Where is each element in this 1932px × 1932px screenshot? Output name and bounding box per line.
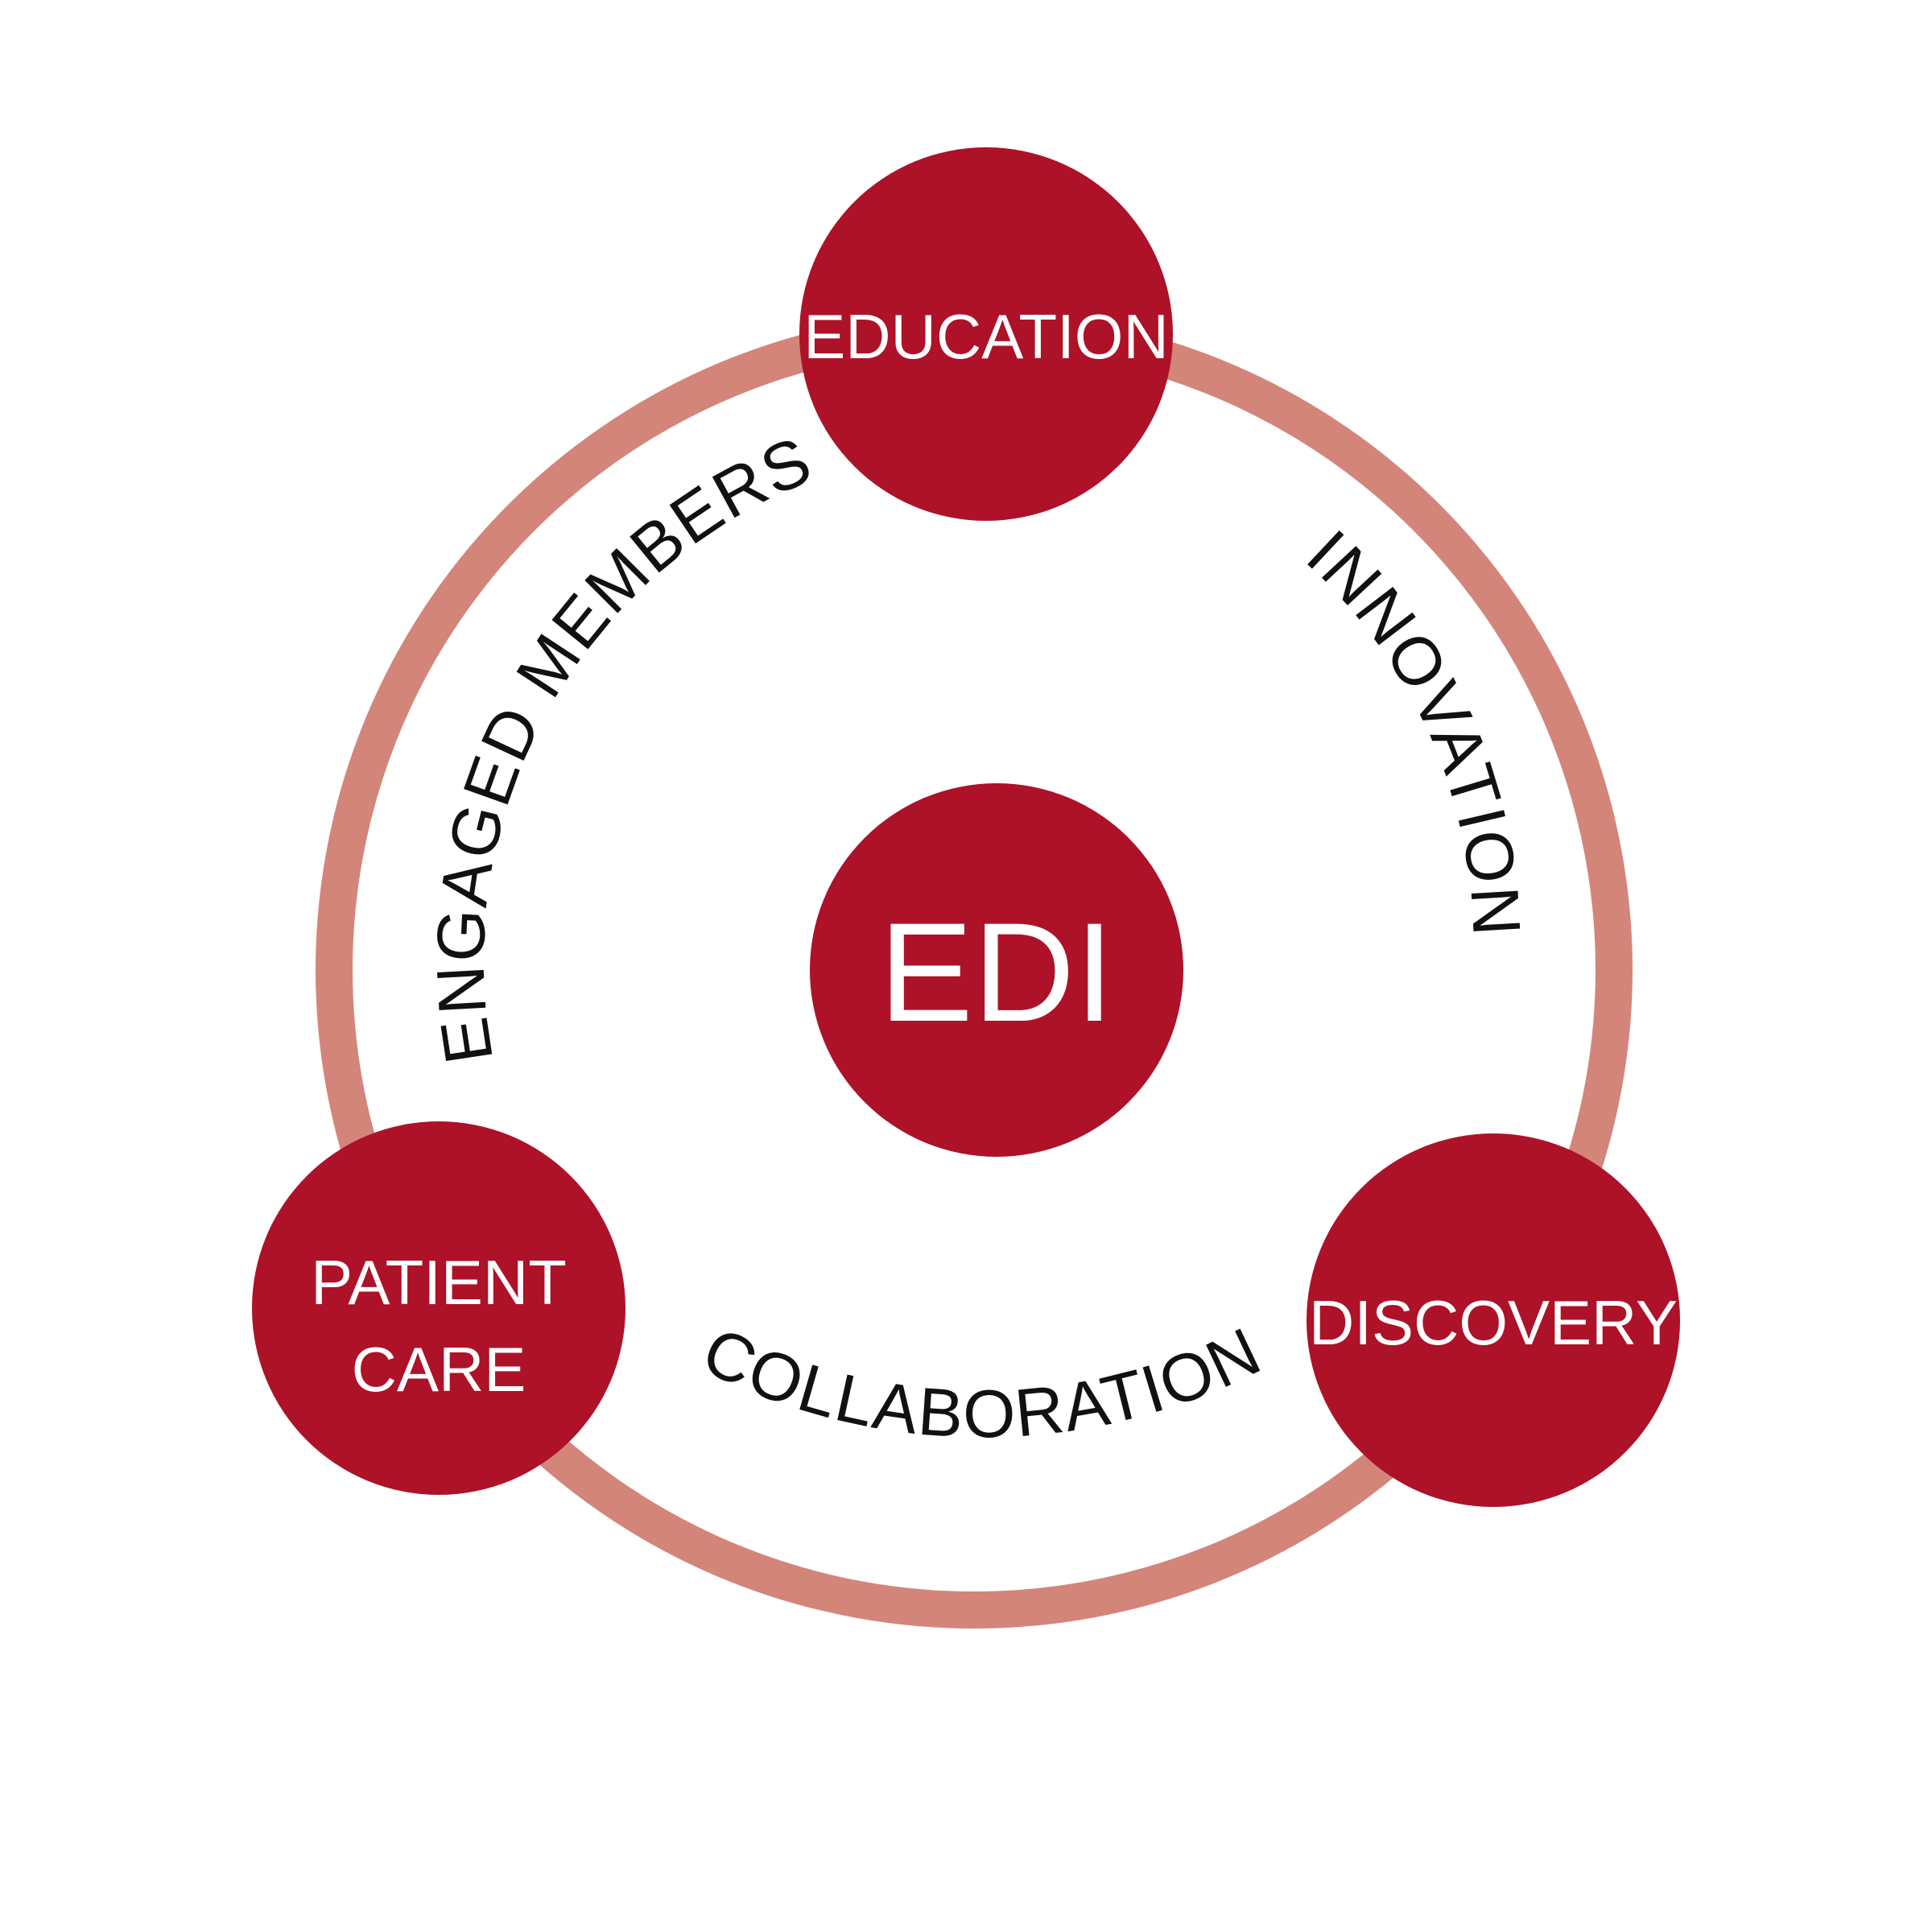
patient-care-node: PATIENT CARE [252,1121,625,1495]
patient-care-label-line2: CARE [352,1334,526,1405]
patient-care-label-line1: PATIENT [311,1247,567,1318]
patient-care-circle [252,1121,625,1495]
education-circle [799,147,1173,521]
discovery-node: DISCOVERY [1307,1133,1680,1507]
collaboration-text: COLLABORATION [691,1312,1271,1451]
engaged-members-text: ENGAGED MEMBERS [422,422,821,1069]
engaged-members-label: ENGAGED MEMBERS [422,422,823,1069]
edi-center-circle [810,783,1183,1157]
discovery-label: DISCOVERY [1309,1287,1678,1358]
edi-center-node: EDI [810,783,1183,1157]
collaboration-label: COLLABORATION [691,1312,1273,1451]
edi-center-label: EDI [879,894,1114,1051]
discovery-circle [1307,1133,1680,1507]
education-node: EDUCATION [799,147,1173,521]
education-label: EDUCATION [803,301,1169,372]
